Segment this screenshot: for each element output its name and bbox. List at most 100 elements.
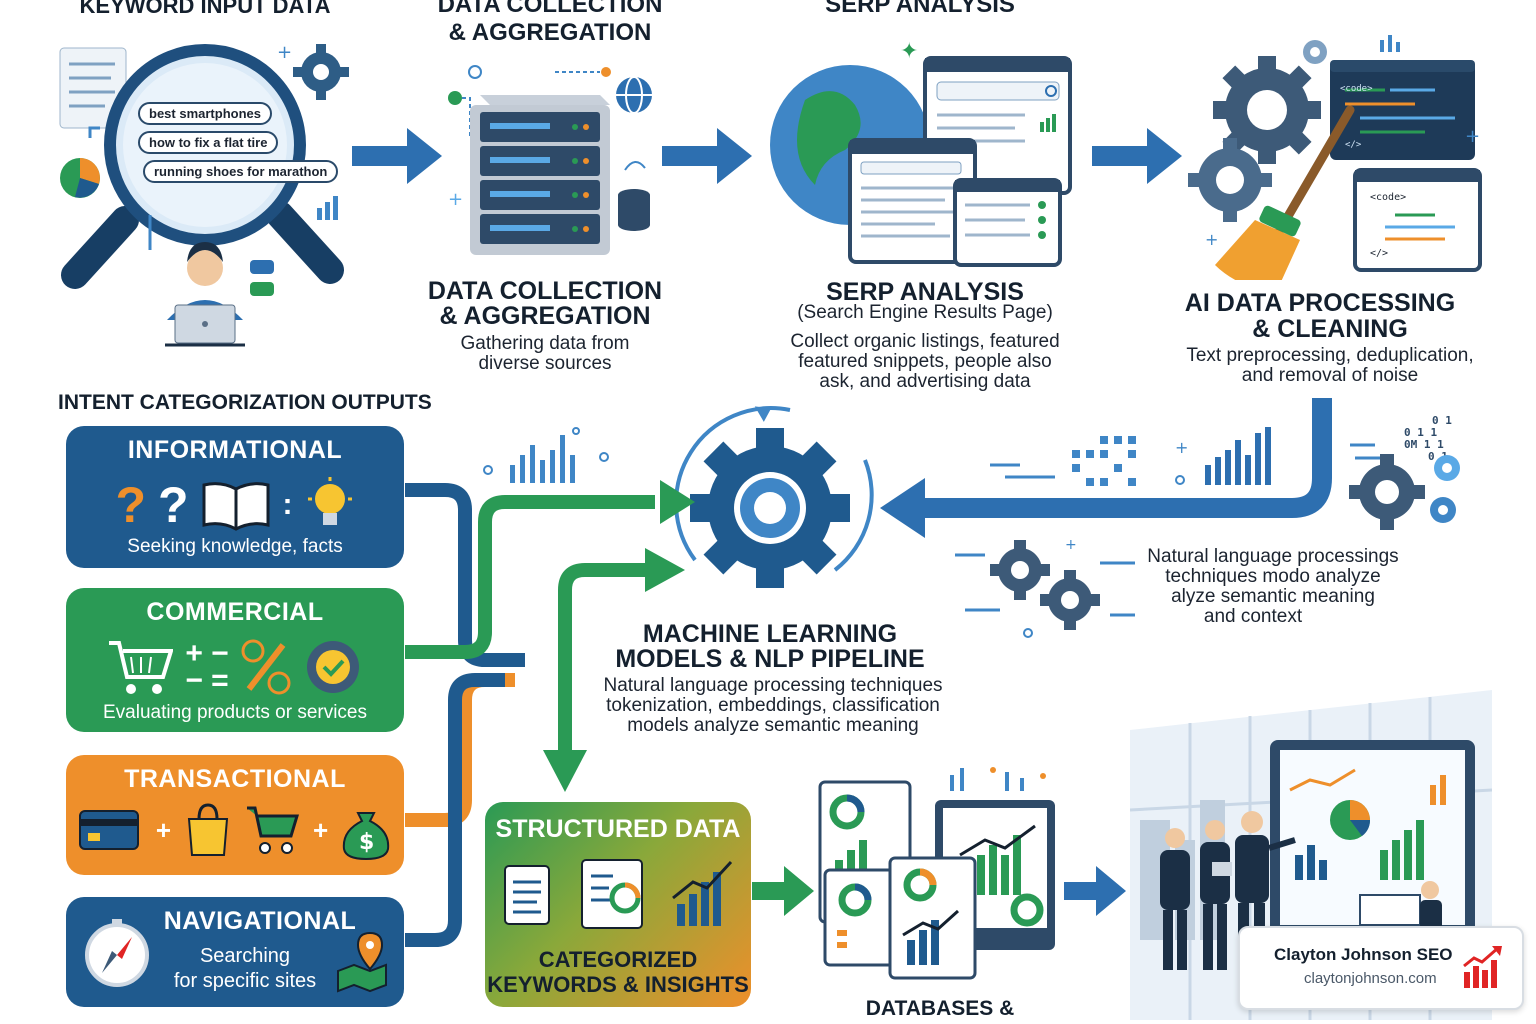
ml-gear-icon [674,406,874,588]
ml-desc-2: tokenization, embeddings, classification [606,695,940,716]
svg-text:+: + [1465,126,1480,147]
intent-desc-navigational-1: Searching [199,945,291,967]
intent-title-informational: INFORMATIONAL [127,436,343,464]
colon-icon: : [282,488,293,521]
collection-top-title-2: & AGGREGATION [448,19,652,46]
compass-icon [85,919,149,987]
commercial-icons: + −− = [66,632,404,702]
structured-subtitle-1: CATEGORIZED [538,947,698,972]
informational-icons: ? ? : [66,470,404,540]
flow-arrow-3 [1092,128,1182,184]
ml-title-2: MODELS & NLP PIPELINE [615,645,925,673]
intent-desc-commercial: Evaluating products or services [102,702,367,723]
ai-processing-title-1: AI DATA PROCESSING [1184,289,1456,317]
ml-desc-3: models analyze semantic meaning [627,715,919,736]
ml-desc-1: Natural language processing techniques [603,675,943,696]
money-bag-icon: $ [343,812,390,861]
databases-illustration [818,767,1055,980]
serp-title: SERP ANALYSIS [826,278,1024,306]
flow-arrow-structured-to-db [752,866,814,916]
binary-text-2: 0 1 1 [1404,426,1438,439]
svg-text:+: + [1205,230,1218,249]
map-pin-icon [337,931,387,993]
ai-processing-desc-1: Text preprocessing, deduplication, [1186,345,1474,366]
query-chip-3: running shoes for marathon [143,160,339,183]
nlp-gears-left: + [955,537,1135,638]
question-icon: ? [115,477,146,533]
code-label-1: <code> [1340,84,1373,94]
serp-subtitle: (Search Engine Results Page) [797,302,1053,323]
structured-subtitle-2: KEYWORDS & INSIGHTS [487,972,749,997]
serp-desc-2: featured snippets, people also [798,351,1052,372]
intent-title-commercial: COMMERCIAL [146,598,324,626]
svg-text:+: + [277,42,292,63]
nlp-side-desc-1: Natural language processings [1147,546,1399,567]
databases-title: DATABASES & [865,997,1015,1020]
svg-text:✦: ✦ [900,40,918,64]
svg-text:+: + [1175,438,1188,457]
serp-desc-1: Collect organic listings, featured [790,331,1060,352]
brand-name: Clayton Johnson SEO [1274,945,1453,964]
collection-desc-2: diverse sources [478,353,612,374]
plus-icon-2: + [313,814,329,845]
plus-icon: + [155,814,171,845]
transactional-icons: + + $ [66,795,404,865]
flow-arrow-db-to-team [1064,866,1126,916]
ml-to-structured-arrow [543,548,685,792]
structured-data-card: STRUCTURED DATA CATEGORIZED KEYWORDS & I… [485,802,751,1007]
binary-text-3: 0M 1 1 [1404,438,1444,451]
flow-arrow-2 [662,128,752,184]
code-label-3: <code> [1370,192,1407,203]
lightbulb-icon [307,477,352,525]
intent-desc-navigational-2: for specific sites [173,970,317,992]
check-badge-icon [306,641,359,693]
intent-heading: INTENT CATEGORIZATION OUTPUTS [58,391,432,414]
keyword-input-illustration: + [55,40,355,350]
nlp-side-desc-4: and context [1203,606,1303,627]
nlp-gears-right [1349,443,1460,530]
ml-signal-decoration [483,427,609,483]
shopping-bag-icon [187,803,229,856]
cart-cash-icon [247,806,300,854]
nlp-side-desc-2: techniques modo analyze [1165,566,1381,587]
intent-connectors [405,480,695,947]
ai-processing-title-2: & CLEANING [1252,315,1408,343]
credit-card-icon [78,810,139,850]
book-icon [202,482,270,531]
collection-top-title-1: DATA COLLECTION [437,0,663,18]
svg-text:$: $ [359,830,374,855]
svg-text:+: + [448,189,463,210]
code-label-4: </> [1370,248,1389,259]
serp-desc-3: ask, and advertising data [819,371,1031,392]
flow-arrow-1 [352,128,442,184]
binary-text-1: 0 1 [1432,414,1452,427]
intent-card-informational: INFORMATIONAL ? ? : Seeking knowledge, f… [66,426,404,568]
svg-text:+: + [1065,537,1077,553]
data-signal-decoration: + [990,427,1271,486]
code-label-2: </> [1345,140,1362,150]
intent-card-transactional: TRANSACTIONAL + + $ [66,755,404,875]
keyword-input-top-title: KEYWORD INPUT DATA [79,0,331,18]
growth-chart-icon [1463,946,1502,988]
math-icon: + −− = [185,637,229,697]
structured-title: STRUCTURED DATA [495,815,741,843]
ai-processing-desc-2: and removal of noise [1241,365,1419,386]
intent-title-transactional: TRANSACTIONAL [124,765,346,793]
ml-title-1: MACHINE LEARNING [642,620,898,648]
collection-title-2: & AGGREGATION [439,302,651,330]
nlp-side-desc-3: alyze semantic meaning [1171,586,1375,607]
intent-card-commercial: COMMERCIAL + −− = Evaluating products or… [66,588,404,732]
question-icon-2: ? [158,477,189,533]
serp-top-title: SERP ANALYSIS [825,0,1015,18]
percent-icon [241,639,291,695]
serp-illustration: ✦ [765,40,1085,270]
collection-title-1: DATA COLLECTION [427,277,663,305]
query-chip-2: how to fix a flat tire [138,131,279,154]
intent-card-navigational: NAVIGATIONAL Searching for specific site… [66,897,404,1007]
intent-title-navigational: NAVIGATIONAL [163,907,357,935]
brand-badge[interactable]: Clayton Johnson SEO claytonjohnson.com [1238,926,1524,1010]
brand-url: claytonjohnson.com [1304,970,1437,987]
cart-icon [109,641,174,694]
query-chip-1: best smartphones [138,102,272,125]
structured-icons [504,859,733,929]
